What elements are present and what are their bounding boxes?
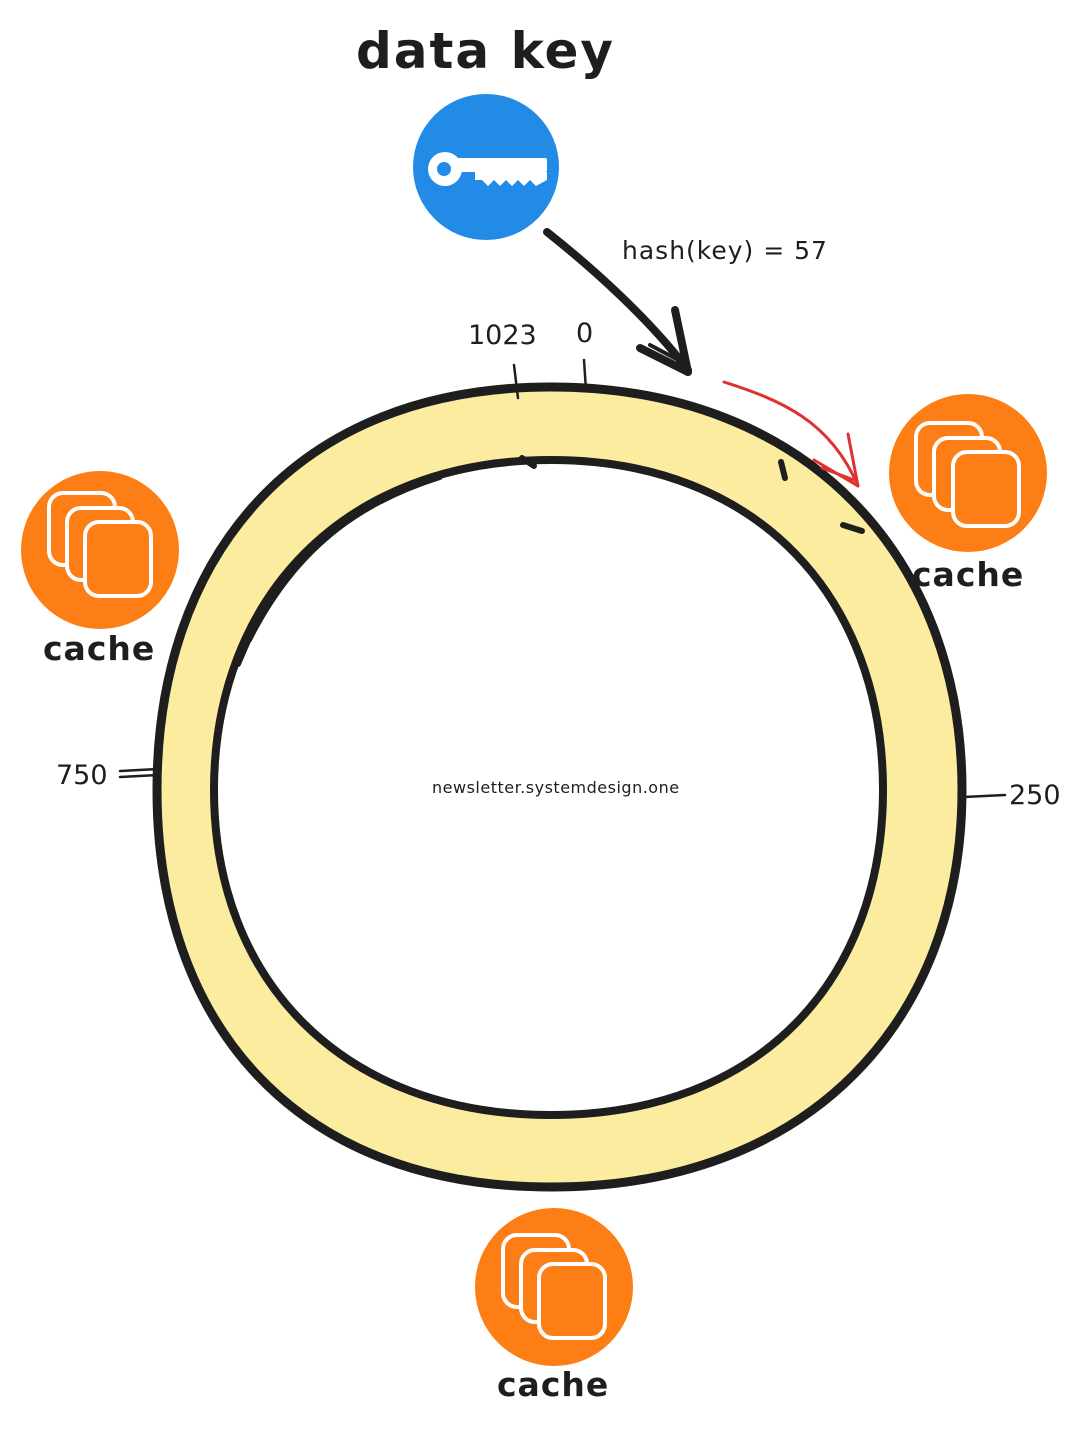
cache-node-bottom xyxy=(475,1208,633,1366)
cache-label-bottom: cache xyxy=(497,1365,610,1404)
ring-label-250: 250 xyxy=(1009,780,1061,811)
diagram-title: data key xyxy=(356,22,615,80)
tick-mark-1023 xyxy=(512,363,520,400)
center-watermark-label: newsletter.systemdesign.one xyxy=(432,778,680,797)
tick-mark-250 xyxy=(962,793,1007,799)
ring-label-0: 0 xyxy=(576,318,594,349)
cache-icon xyxy=(47,491,153,598)
routing-arrow xyxy=(722,380,860,488)
ring-sketch-stroke-2 xyxy=(235,591,275,667)
ring-label-750: 750 xyxy=(56,760,108,791)
ring-sketch-stroke xyxy=(248,476,442,642)
hash-label: hash(key) = 57 xyxy=(622,236,828,265)
ring-node-notches xyxy=(519,455,865,534)
cache-label-left: cache xyxy=(43,629,156,668)
tick-mark-750b xyxy=(118,773,160,779)
tick-mark-0 xyxy=(582,358,588,392)
cache-node-right xyxy=(889,394,1047,552)
cache-icon xyxy=(501,1233,607,1340)
cache-icon xyxy=(914,421,1021,528)
ring-label-1023: 1023 xyxy=(468,320,537,351)
data-key-node xyxy=(413,94,559,240)
tick-mark-750 xyxy=(118,767,160,773)
hash-arrow xyxy=(543,228,692,376)
cache-label-right: cache xyxy=(912,555,1025,594)
cache-node-left xyxy=(21,471,179,629)
hash-ring xyxy=(152,382,967,1192)
ring-outer-edge xyxy=(152,382,967,1192)
ring-ticks xyxy=(118,358,1007,799)
